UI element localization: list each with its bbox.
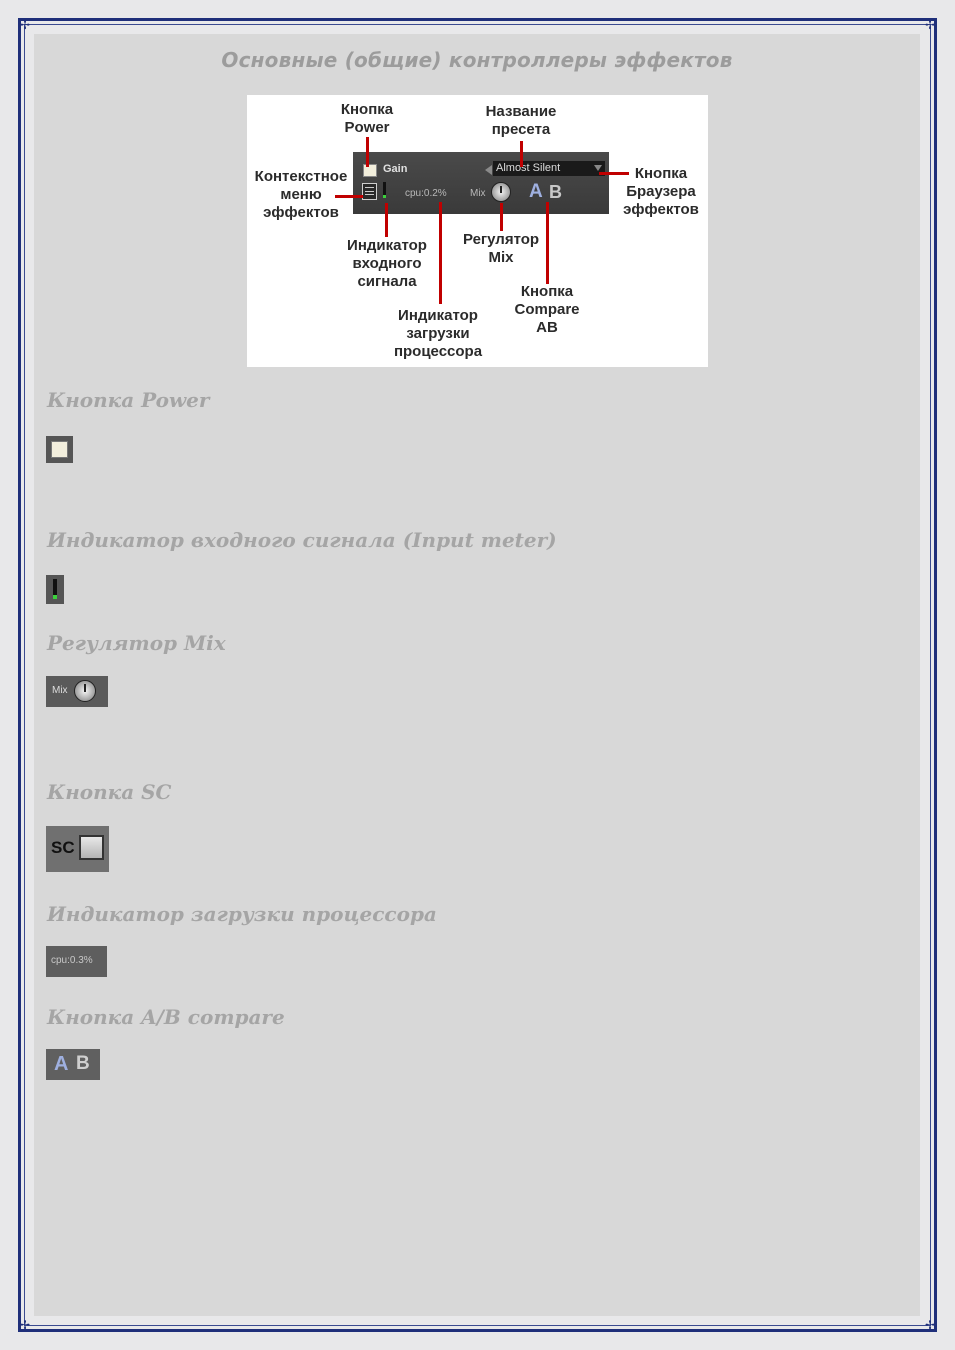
- cpu-meter: cpu:0.2%: [405, 188, 447, 199]
- callout-line: [335, 195, 363, 198]
- page-frame-inner: [24, 24, 931, 1326]
- corner-ornament-icon: ✢: [924, 1318, 936, 1332]
- sc-button-sample[interactable]: SC: [46, 826, 109, 872]
- ab-compare-sample: A B: [46, 1049, 100, 1080]
- callout-line: [385, 203, 388, 237]
- input-meter: [383, 182, 386, 198]
- page-content: Основные (общие) контроллеры эффектов Кн…: [34, 34, 920, 1316]
- corner-ornament-icon: ✢: [19, 1318, 31, 1332]
- mix-knob[interactable]: [491, 182, 511, 202]
- compare-a-button[interactable]: A: [54, 1053, 69, 1075]
- mix-knob[interactable]: [74, 680, 96, 702]
- input-meter-sample: [46, 575, 64, 604]
- sc-label: SC: [51, 838, 75, 857]
- power-button-sample[interactable]: [46, 436, 73, 463]
- cpu-meter-value: cpu:0.3%: [51, 955, 93, 966]
- preset-prev-icon[interactable]: [485, 165, 492, 175]
- callout-line: [599, 172, 629, 175]
- callout-browser-button: Кнопка Браузера эффектов: [623, 165, 699, 218]
- browser-arrow-icon[interactable]: [594, 165, 602, 171]
- section-heading-ab: Кнопка A/B compare: [47, 1005, 285, 1029]
- mix-label: Mix: [52, 685, 68, 696]
- callout-input-meter: Индикатор входного сигнала: [347, 237, 427, 290]
- section-heading-power: Кнопка Power: [47, 388, 210, 412]
- mix-knob-sample[interactable]: Mix: [46, 676, 108, 707]
- callout-line: [366, 137, 369, 167]
- callout-mix-knob: Регулятор Mix: [462, 231, 540, 266]
- callout-compare-ab: Кнопка Compare AB: [514, 283, 580, 336]
- context-menu-icon[interactable]: [362, 183, 377, 200]
- callout-preset-name: Название пресета: [485, 103, 557, 138]
- corner-ornament-icon: ✢: [19, 18, 31, 32]
- cpu-meter-sample: cpu:0.3%: [46, 946, 107, 977]
- sc-toggle[interactable]: [79, 835, 104, 860]
- callout-cpu-meter: Индикатор загрузки процессора: [393, 307, 483, 360]
- compare-b-button[interactable]: B: [76, 1053, 90, 1074]
- preset-name: Almost Silent: [496, 162, 561, 174]
- page-frame-outer: [18, 18, 937, 1332]
- effect-name: Gain: [383, 163, 408, 175]
- section-heading-mix: Регулятор Mix: [47, 631, 226, 655]
- callout-context-menu: Контекстное меню эффектов: [254, 168, 348, 221]
- callout-line: [520, 141, 523, 167]
- corner-ornament-icon: ✢: [924, 18, 936, 32]
- callout-line: [500, 203, 503, 231]
- section-heading-sc: Кнопка SC: [47, 780, 172, 804]
- preset-name-box[interactable]: Almost Silent: [493, 161, 605, 176]
- callout-line: [439, 202, 442, 304]
- effect-panel: Gain Almost Silent cpu:0.2% Mix A B: [353, 152, 609, 214]
- controls-diagram: Кнопка Power Название пресета Контекстно…: [247, 95, 708, 367]
- callout-power: Кнопка Power: [340, 101, 394, 136]
- section-heading-input-meter: Индикатор входного сигнала (Input meter): [47, 528, 557, 552]
- compare-a-button[interactable]: A: [529, 181, 543, 202]
- compare-b-button[interactable]: B: [549, 182, 562, 202]
- mix-label: Mix: [470, 188, 486, 199]
- section-heading-cpu: Индикатор загрузки процессора: [47, 902, 437, 926]
- page-title: Основные (общие) контроллеры эффектов: [221, 48, 733, 72]
- callout-line: [546, 202, 549, 284]
- power-button[interactable]: [363, 164, 377, 177]
